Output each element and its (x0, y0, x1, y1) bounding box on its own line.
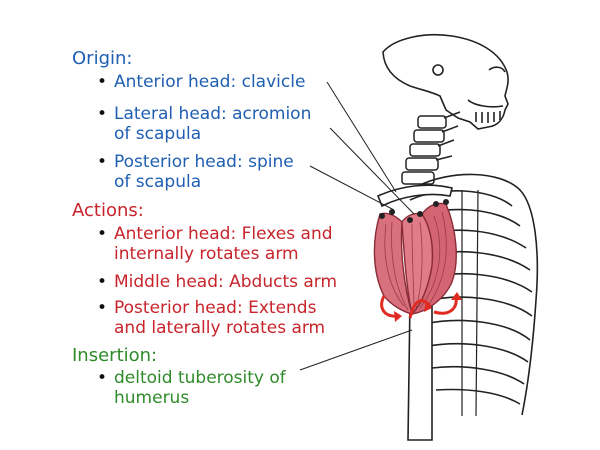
origin-lateral-line-1: Lateral head: acromion (114, 104, 312, 124)
bullet-icon: • (97, 272, 108, 292)
bullet-icon: • (97, 72, 108, 92)
action-anterior-line-1: Anterior head: Flexes and (114, 224, 333, 244)
action-posterior-line-2: and laterally rotates arm (114, 318, 326, 338)
leader-anterior-head (326, 81, 397, 193)
origin-heading: Origin: (72, 48, 133, 69)
action-anterior-line-2: internally rotates arm (114, 244, 299, 264)
leader-lateral-head (329, 127, 415, 215)
insertion-heading: Insertion: (72, 345, 158, 366)
origin-posterior-line-1: Posterior head: spine (114, 152, 294, 172)
action-posterior-line-1: Posterior head: Extends (114, 298, 317, 318)
bullet-icon: • (97, 152, 108, 172)
action-arrows (380, 292, 462, 322)
bullet-icon: • (97, 368, 108, 388)
origin-anterior-line-1: Anterior head: clavicle (114, 72, 306, 92)
insertion-line-1: deltoid tuberosity of (114, 368, 286, 388)
bullet-icon: • (97, 224, 108, 244)
bullet-icon: • (97, 298, 108, 318)
action-middle-line-1: Middle head: Abducts arm (114, 272, 338, 292)
rib-cage (409, 173, 539, 417)
deltoid-muscle (373, 199, 457, 316)
clavicle (376, 184, 453, 208)
actions-heading: Actions: (72, 200, 144, 221)
cervical-spine (401, 111, 461, 185)
origin-posterior-line-2: of scapula (114, 172, 202, 192)
bullet-icon: • (97, 104, 108, 124)
skull (382, 33, 509, 130)
insertion-line-2: humerus (114, 388, 190, 408)
leader-posterior-head (309, 165, 395, 211)
leader-insertion (299, 329, 413, 371)
origin-lateral-line-2: of scapula (114, 124, 202, 144)
leader-lines (299, 81, 415, 371)
